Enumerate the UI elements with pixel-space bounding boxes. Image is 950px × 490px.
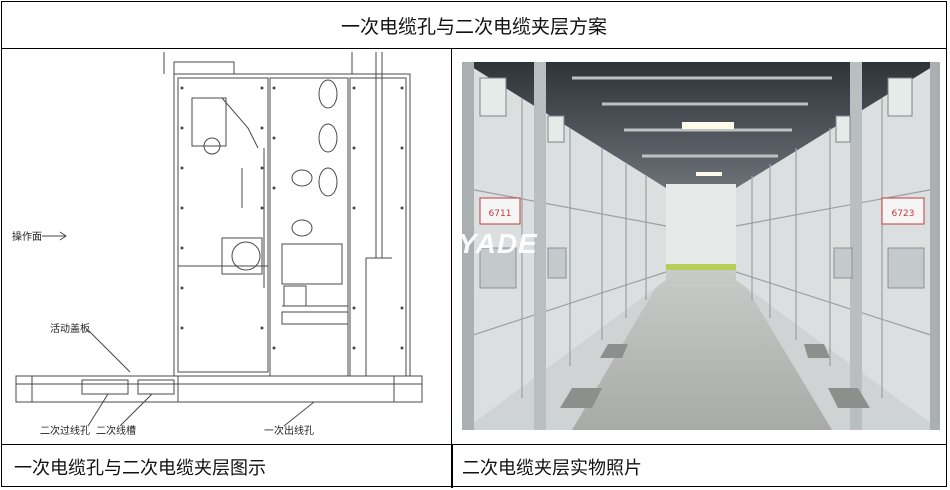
cable-room-photo: 6711 6723 bbox=[462, 62, 941, 430]
drawing-cell: 操作面 活动盖板 二次过线孔 二次线槽 一次出线孔 bbox=[2, 48, 452, 444]
switchgear-drawing: 操作面 活动盖板 二次过线孔 二次线槽 一次出线孔 bbox=[12, 52, 423, 437]
table-title: 一次电缆孔与二次电缆夹层方案 bbox=[2, 2, 946, 49]
caption-left: 一次电缆孔与二次电缆夹层图示 bbox=[14, 457, 266, 479]
caption-right: 二次电缆夹层实物照片 bbox=[462, 457, 642, 479]
label-secondary-trough: 二次线槽 bbox=[96, 424, 136, 437]
watermark: YADE bbox=[458, 228, 538, 259]
photo-tag-left: 6711 bbox=[489, 209, 512, 219]
photo-tag-right: 6723 bbox=[892, 209, 915, 219]
caption-divider bbox=[451, 445, 453, 488]
label-operation-face: 操作面 bbox=[12, 230, 42, 243]
caption-row: 一次电缆孔与二次电缆夹层图示 二次电缆夹层实物照片 bbox=[2, 444, 946, 488]
photo-cell: 6711 6723 bbox=[452, 48, 946, 444]
label-secondary-cable-hole: 二次过线孔 bbox=[40, 424, 90, 437]
label-movable-cover: 活动盖板 bbox=[50, 322, 90, 335]
label-primary-outlet: 一次出线孔 bbox=[264, 424, 314, 437]
